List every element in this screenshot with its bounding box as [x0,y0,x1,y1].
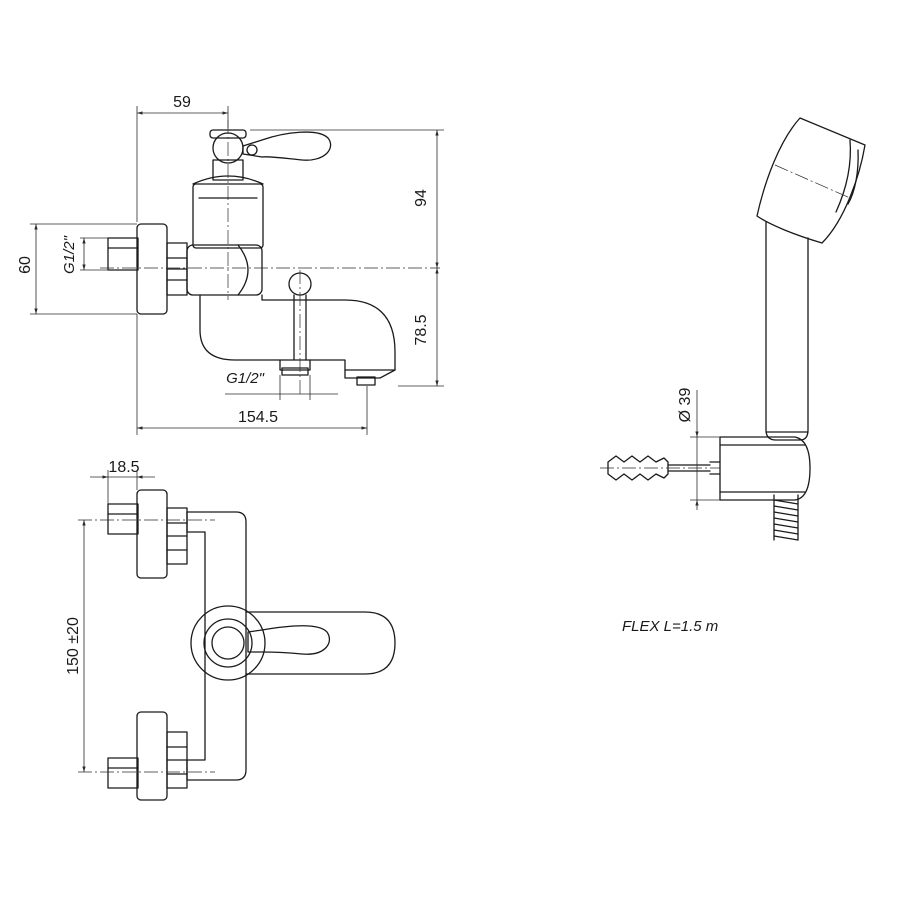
lever-handle [242,131,332,161]
dim-center-distance: 150 ±20 [65,617,82,675]
wall-plug [607,455,669,481]
dim-flange-depth: 18.5 [108,459,139,476]
dim-flange-height: 60 [17,256,34,274]
flex-hose [773,494,799,541]
wall-flange [136,223,168,315]
dim-spout-drop: 78.5 [413,314,430,345]
hose-length-note: FLEX L=1.5 m [622,618,718,635]
hand-shower-view: Ø 39 FLEX L=1.5 m [600,117,866,635]
mixer-bar [186,511,247,781]
wall-holder [719,436,811,501]
dim-holder-diameter: Ø 39 [677,388,694,423]
mixer-body [186,244,263,296]
dim-overall-height: 94 [413,189,430,207]
inlet-pipe [107,237,139,271]
bottom-inlet-pipe [107,757,139,789]
spout [199,294,396,379]
dim-inlet-thread: G1/2" [61,235,78,274]
shower-handle [765,221,809,441]
top-wall-flange [136,489,168,579]
front-view: 18.5 150 ±20 [65,459,396,801]
top-inlet-pipe [107,503,139,535]
side-view: 59 94 78.5 60 G1/2" G1/2" 154.5 [17,94,444,435]
lever-front [247,625,331,655]
cartridge-disc [190,605,266,681]
shower-outlet [279,359,311,371]
dim-overall-length: 154.5 [238,409,278,426]
dim-top-width: 59 [173,94,191,111]
bottom-wall-flange [136,711,168,801]
spout-front [245,611,396,675]
dim-outlet-thread: G1/2" [226,370,265,387]
shower-head [756,117,866,244]
